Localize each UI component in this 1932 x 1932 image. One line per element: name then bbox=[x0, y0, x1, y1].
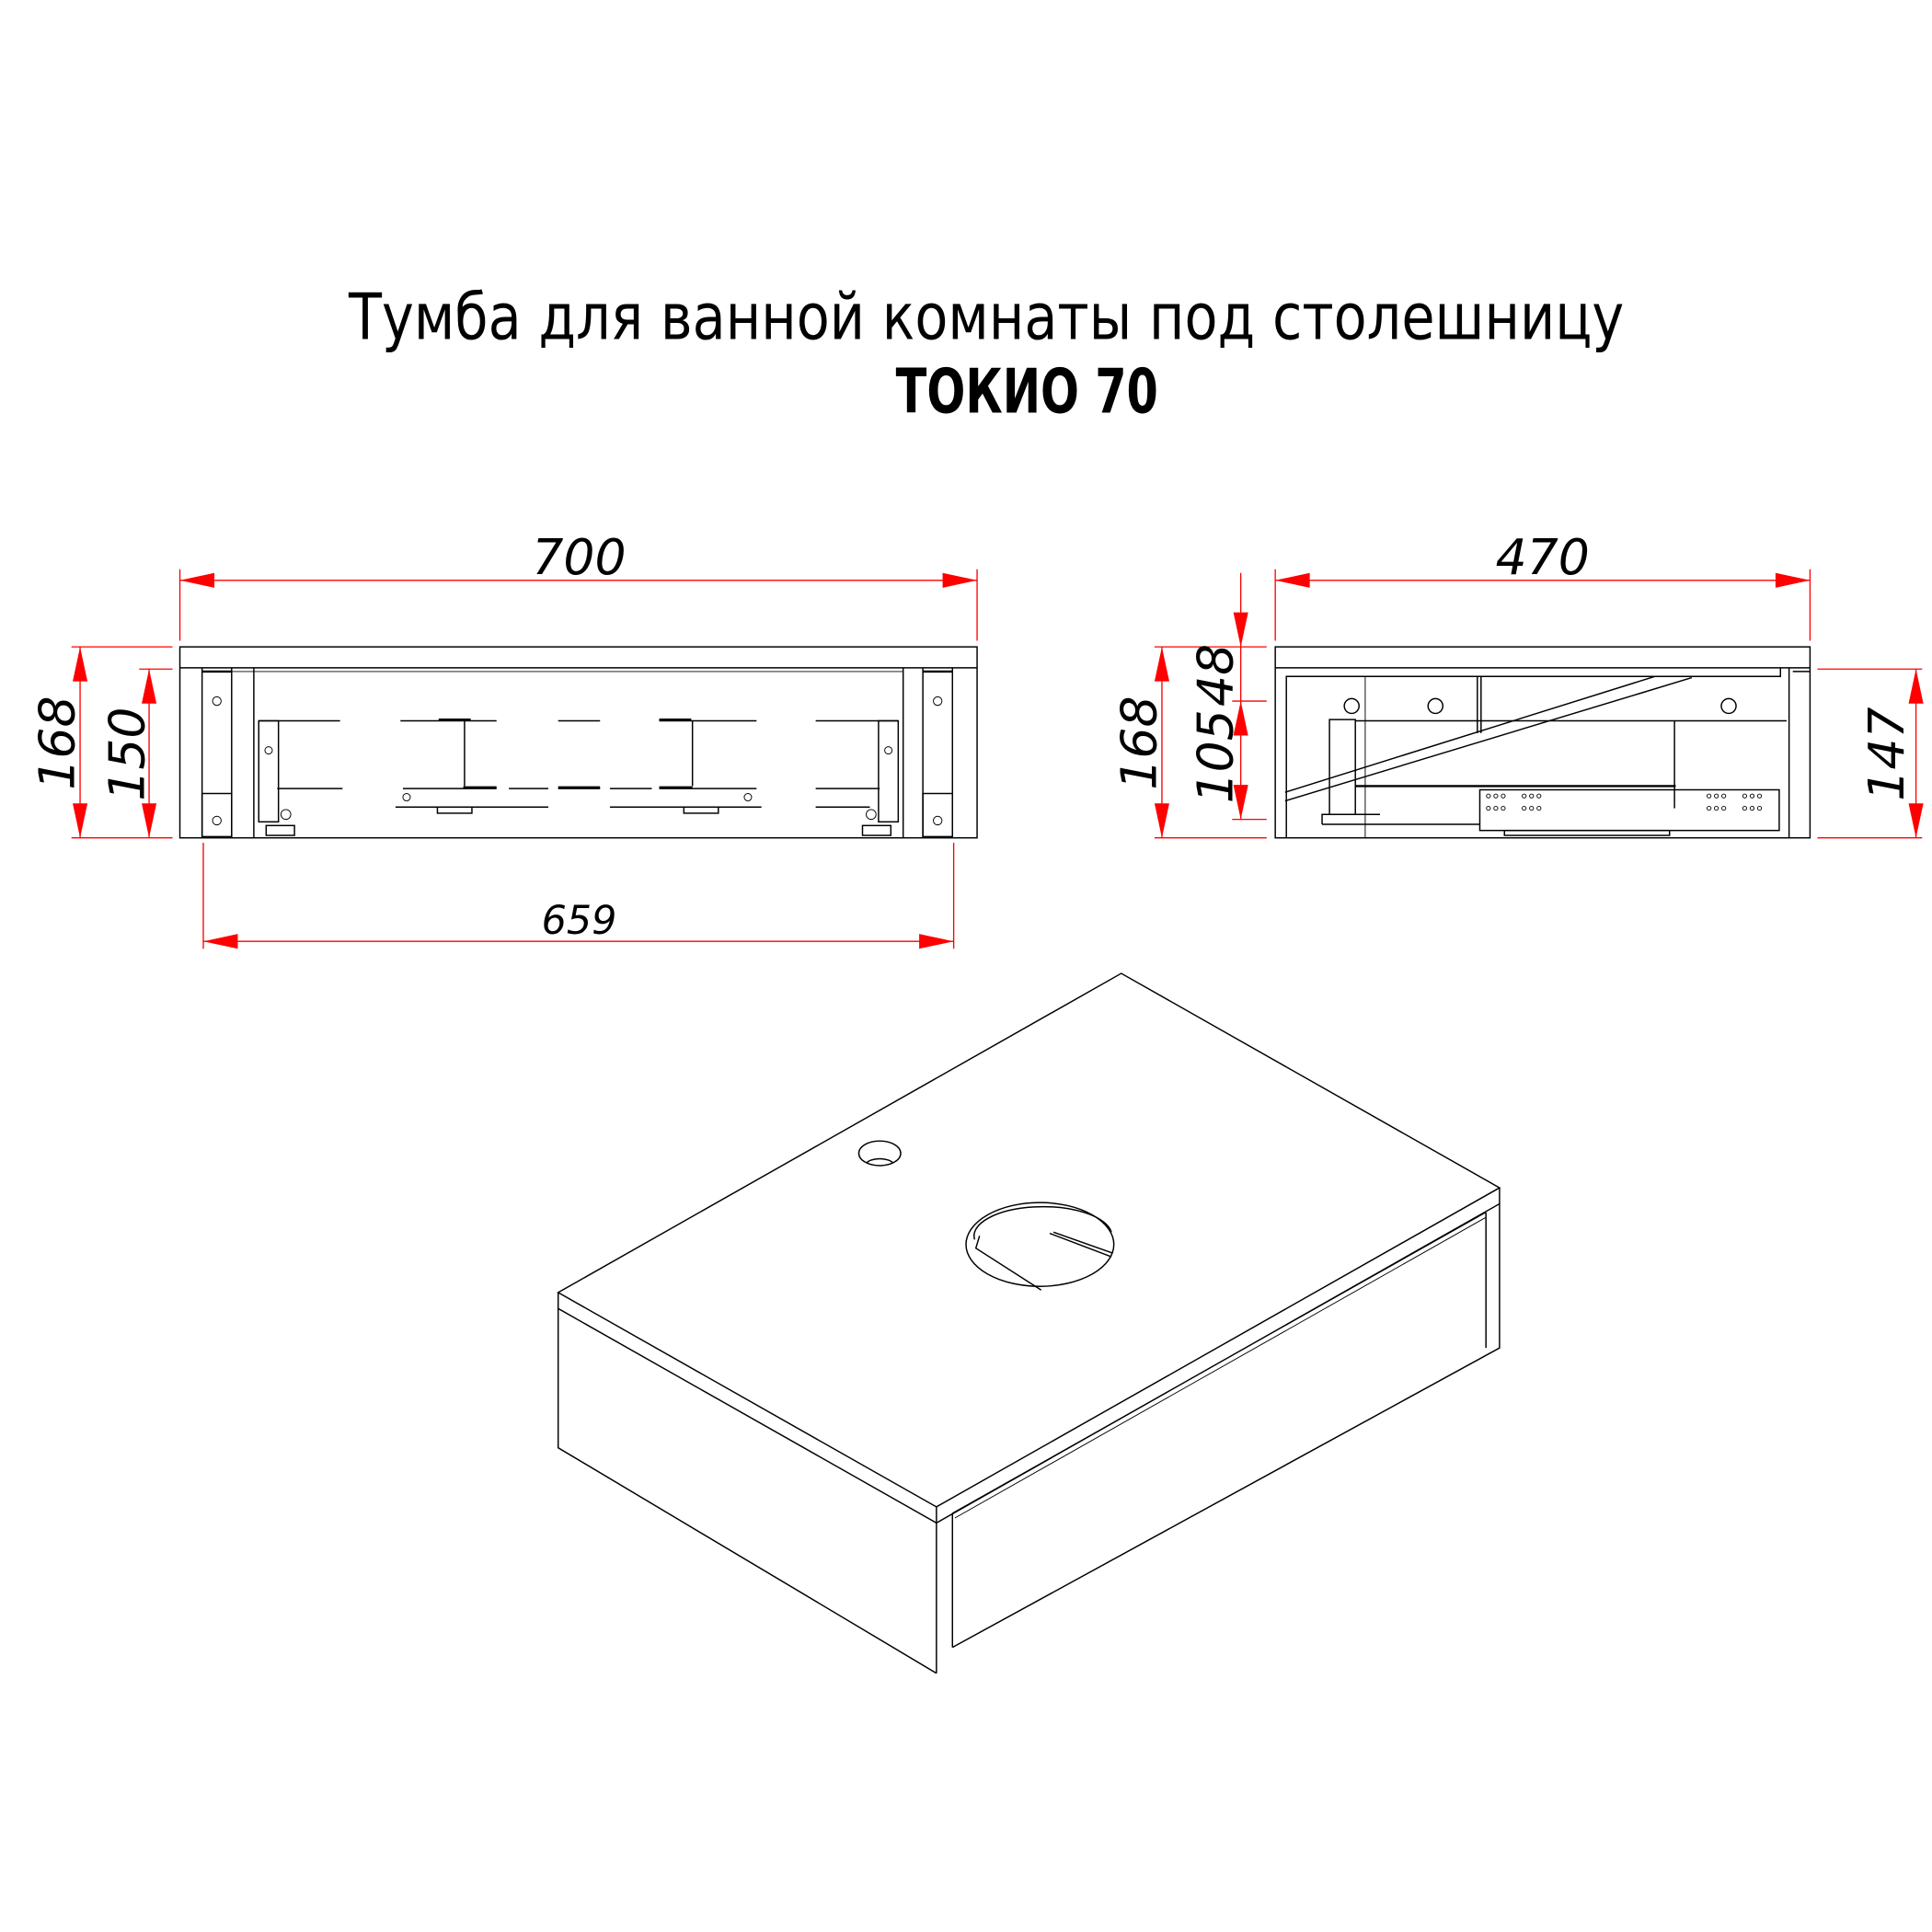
dimension-arrow bbox=[942, 572, 978, 588]
side-outline bbox=[1274, 646, 1811, 839]
left-side-panel bbox=[201, 667, 255, 838]
dim-side-height: 168 bbox=[1110, 696, 1167, 789]
dimension-arrow bbox=[1154, 647, 1169, 682]
drawer-mechanism bbox=[258, 718, 900, 836]
sink-cutout bbox=[965, 1202, 1115, 1291]
right-side-panel bbox=[902, 667, 954, 838]
front-outline bbox=[178, 646, 978, 839]
dim-side-top-height: 48 bbox=[1186, 644, 1244, 707]
countertop-top-face bbox=[557, 972, 1501, 1508]
drawing-title: Тумба для ванной комнаты под столешницу bbox=[348, 280, 1624, 354]
dimension-arrow bbox=[202, 934, 238, 949]
front-view bbox=[178, 646, 978, 839]
dimension-arrow bbox=[1233, 701, 1248, 736]
dim-front-width: 700 bbox=[532, 528, 626, 586]
dimension-arrow bbox=[1233, 612, 1248, 648]
dim-side-body-height: 147 bbox=[1857, 707, 1915, 801]
dim-front-body-height: 150 bbox=[98, 707, 156, 801]
dimension-arrow bbox=[1275, 572, 1310, 588]
isometric-view bbox=[557, 972, 1501, 1674]
dimension-arrow bbox=[142, 803, 157, 838]
dimension-arrow bbox=[142, 669, 157, 704]
dim-front-inner-width: 659 bbox=[542, 898, 617, 944]
tap-hole bbox=[857, 1140, 902, 1167]
dim-side-drawer-height: 105 bbox=[1186, 709, 1244, 803]
dimension-arrow bbox=[919, 934, 954, 949]
dim-side-depth: 470 bbox=[1496, 528, 1590, 586]
dimension-arrow bbox=[179, 572, 215, 588]
dimension-arrow bbox=[1233, 785, 1248, 820]
dimension-arrow bbox=[1908, 803, 1924, 838]
dim-front-height: 168 bbox=[28, 696, 86, 789]
dimension-arrow bbox=[73, 647, 88, 682]
dimension-arrow bbox=[73, 803, 88, 838]
runner-holes bbox=[1486, 793, 1763, 811]
side-view bbox=[1274, 646, 1811, 839]
dimension-lines bbox=[71, 569, 1924, 949]
dimension-arrow bbox=[1775, 572, 1811, 588]
dimension-arrow bbox=[1154, 803, 1169, 838]
model-name: ТОКИО 70 bbox=[896, 356, 1158, 428]
dimension-arrow bbox=[1908, 669, 1924, 704]
